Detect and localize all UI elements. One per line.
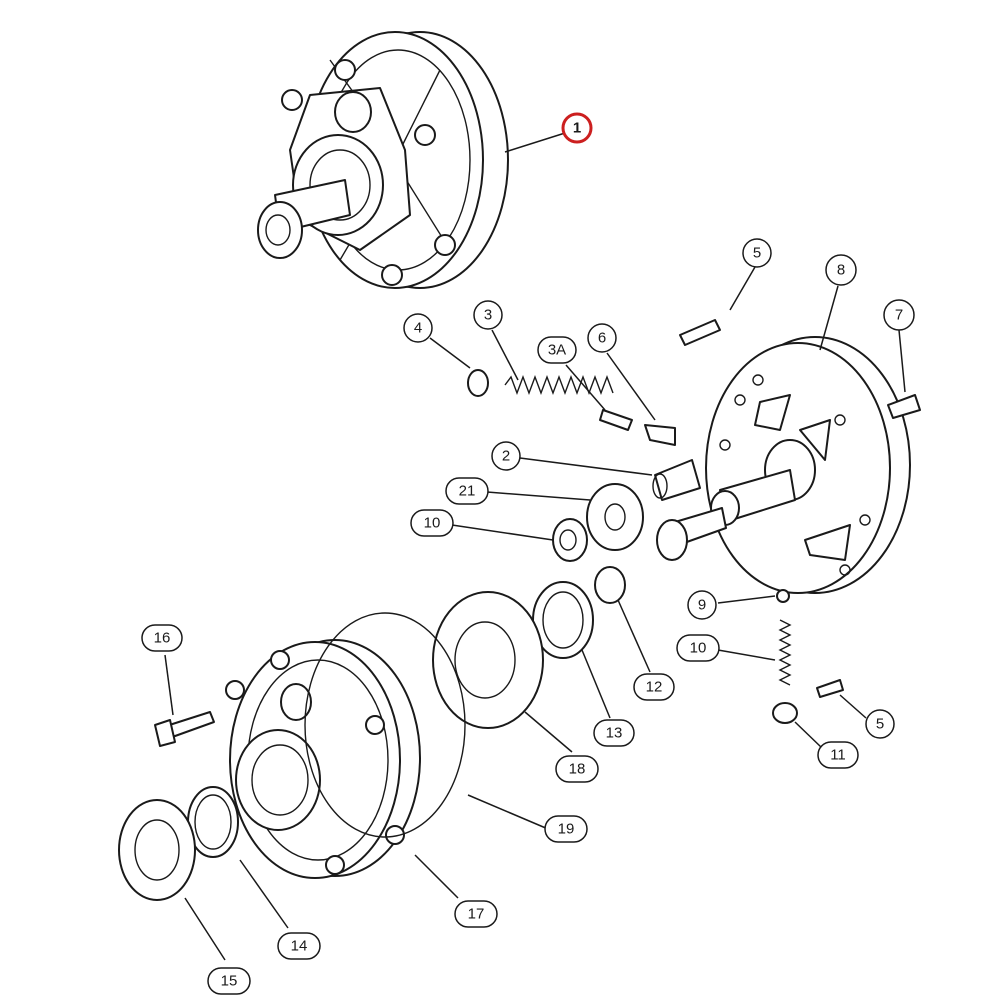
leader-2 (519, 457, 653, 476)
callout-14[interactable]: 14 (277, 932, 321, 960)
callouts: 1 5 8 7 4 3 3A 6 (141, 112, 915, 995)
leader-3a (565, 364, 606, 411)
svg-text:5: 5 (753, 245, 761, 262)
svg-text:1: 1 (573, 120, 581, 137)
part-9-ball[interactable] (776, 589, 790, 603)
leader-6 (606, 352, 656, 421)
svg-text:7: 7 (895, 307, 903, 324)
part-10-spring[interactable] (778, 619, 792, 686)
leader-14 (239, 859, 289, 929)
svg-text:21: 21 (459, 483, 476, 500)
callout-1[interactable]: 1 (561, 112, 593, 144)
leader-18 (524, 711, 573, 753)
callout-10[interactable]: 10 (410, 509, 454, 537)
part-11-plug[interactable] (772, 702, 798, 724)
callout-3a[interactable]: 3A (537, 336, 577, 364)
callout-17[interactable]: 17 (454, 900, 498, 928)
callout-12[interactable]: 12 (633, 673, 675, 701)
svg-text:19: 19 (558, 821, 575, 838)
leader-8 (819, 285, 839, 351)
part-18-ring-gear[interactable] (432, 591, 544, 729)
part-10-bearing[interactable] (552, 518, 588, 562)
callout-13[interactable]: 13 (593, 719, 635, 747)
svg-text:11: 11 (830, 747, 846, 764)
part-4-disc[interactable] (467, 369, 489, 397)
part-21-gear[interactable] (586, 483, 644, 551)
leader-9 (717, 595, 776, 604)
callout-2[interactable]: 2 (491, 441, 521, 471)
callout-4[interactable]: 4 (403, 313, 433, 343)
callout-8[interactable]: 8 (825, 254, 857, 286)
leader-16 (164, 654, 174, 716)
callout-11[interactable]: 11 (817, 741, 859, 769)
leader-10b (717, 649, 776, 661)
callout-9[interactable]: 9 (687, 590, 717, 620)
part-5-pin-upper[interactable] (679, 319, 721, 346)
leader-5a (729, 266, 756, 311)
svg-text:16: 16 (154, 630, 171, 647)
leader-17 (414, 854, 459, 899)
part-19-o-ring[interactable] (304, 612, 466, 838)
leader-21 (486, 491, 591, 501)
callout-15[interactable]: 15 (207, 967, 251, 995)
leader-7 (898, 329, 906, 393)
callout-18[interactable]: 18 (555, 755, 599, 783)
part-2-sleeve[interactable] (652, 459, 701, 501)
leader-13 (581, 649, 611, 719)
part-15-seal[interactable] (118, 799, 196, 901)
leader-4 (429, 337, 471, 369)
callout-5-lower[interactable]: 5 (865, 709, 895, 739)
svg-text:2: 2 (502, 448, 510, 465)
callout-16[interactable]: 16 (141, 624, 183, 652)
svg-text:14: 14 (291, 938, 308, 955)
leader-1 (504, 132, 566, 153)
svg-text:10: 10 (690, 640, 707, 657)
leader-11 (794, 721, 823, 749)
svg-text:12: 12 (646, 679, 663, 696)
leader-lines (164, 132, 906, 961)
svg-text:5: 5 (876, 716, 884, 733)
svg-text:15: 15 (221, 973, 238, 990)
svg-text:3A: 3A (548, 342, 566, 359)
callout-7[interactable]: 7 (883, 299, 915, 331)
leader-5b (839, 694, 867, 719)
leader-19 (467, 794, 549, 830)
callout-6[interactable]: 6 (587, 323, 617, 353)
callout-10-lower[interactable]: 10 (676, 634, 720, 662)
part-3a-pin[interactable] (599, 409, 633, 431)
svg-text:9: 9 (698, 597, 706, 614)
part-17-housing[interactable] (225, 639, 421, 879)
svg-text:6: 6 (598, 330, 606, 347)
part-12-bushing[interactable] (594, 566, 626, 604)
callout-19[interactable]: 19 (544, 815, 588, 843)
part-8-pump-plate[interactable] (656, 336, 911, 594)
part-6-plug[interactable] (644, 424, 676, 446)
leader-3 (491, 329, 519, 381)
svg-text:3: 3 (484, 307, 492, 324)
callout-21[interactable]: 21 (445, 477, 489, 505)
part-1-pump-assembly[interactable] (257, 31, 509, 289)
svg-text:17: 17 (468, 906, 485, 923)
callout-3[interactable]: 3 (473, 300, 503, 330)
svg-text:13: 13 (606, 725, 623, 742)
leader-10a (451, 524, 554, 541)
part-16-bolt[interactable] (154, 711, 215, 747)
svg-text:18: 18 (569, 761, 586, 778)
svg-text:10: 10 (424, 515, 441, 532)
leader-15 (184, 897, 226, 961)
callout-5[interactable]: 5 (742, 238, 772, 268)
svg-text:4: 4 (414, 320, 422, 337)
leader-12 (617, 599, 651, 673)
part-5-pin-lower[interactable] (816, 679, 844, 698)
part-7-screw[interactable] (887, 394, 921, 419)
part-3-spring[interactable] (504, 375, 614, 395)
svg-text:8: 8 (837, 262, 845, 279)
